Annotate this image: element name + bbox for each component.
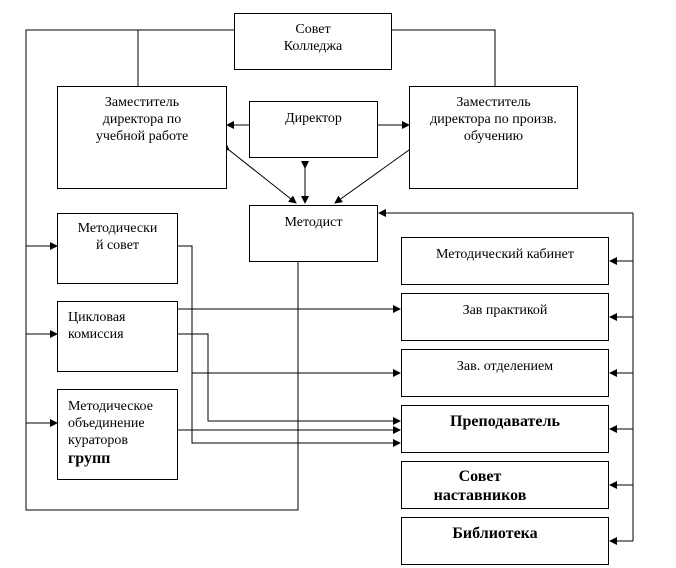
connector-cikl-prepod bbox=[178, 333, 401, 425]
node-line: директора по bbox=[102, 112, 182, 127]
node-cikl-komissiya: Цикловая комиссия bbox=[57, 301, 178, 372]
node-line: директора по произв. bbox=[430, 112, 557, 127]
node-direktor: Директор bbox=[249, 101, 378, 158]
node-prepodavatel: Преподаватель bbox=[401, 405, 609, 453]
node-line: Заместитель bbox=[104, 95, 180, 110]
node-line: Методическое bbox=[68, 399, 153, 414]
node-zam-proiz: Заместитель директора по произв. обучени… bbox=[409, 86, 578, 189]
connector-metsovet-prepod bbox=[178, 245, 401, 447]
node-line: Колледжа bbox=[283, 39, 343, 54]
node-line: Заместитель bbox=[456, 95, 531, 110]
node-line: наставников bbox=[433, 487, 527, 504]
node-line: Совет bbox=[458, 468, 502, 485]
node-line: Библиотека bbox=[452, 525, 538, 542]
node-metodist: Методист bbox=[249, 205, 378, 262]
node-line: Совет bbox=[295, 22, 331, 37]
node-line: Зав практикой bbox=[462, 303, 548, 318]
node-biblioteka: Библиотека bbox=[401, 517, 609, 565]
node-met-obedinenie: Методическое объединение кураторов групп bbox=[57, 389, 178, 480]
node-line: групп bbox=[68, 450, 111, 467]
node-line: Директор bbox=[285, 111, 342, 126]
node-line: Методический кабинет bbox=[436, 247, 574, 262]
connector-sovet-right bbox=[392, 29, 496, 86]
node-line: учебной работе bbox=[95, 129, 189, 144]
node-line: комиссия bbox=[68, 327, 124, 342]
node-line: объединение bbox=[68, 416, 145, 431]
node-line: кураторов bbox=[68, 433, 128, 448]
node-line: Преподаватель bbox=[450, 413, 560, 430]
node-line: й совет bbox=[95, 238, 140, 253]
node-line: Методист bbox=[284, 215, 343, 230]
node-line: Методически bbox=[77, 221, 158, 236]
node-met-sovet: Методически й совет bbox=[57, 213, 178, 284]
node-line: Зав. отделением bbox=[456, 359, 554, 374]
node-zav-otdeleniem: Зав. отделением bbox=[401, 349, 609, 397]
node-sovet-nastavnikov: Совет наставников bbox=[401, 461, 609, 509]
node-sovet-kolledzha: Совет Колледжа bbox=[234, 13, 392, 70]
node-zav-praktikoy: Зав практикой bbox=[401, 293, 609, 341]
node-line: Цикловая bbox=[68, 310, 126, 325]
node-met-kabinet: Методический кабинет bbox=[401, 237, 609, 285]
node-line: обучению bbox=[463, 129, 524, 144]
node-zam-ucheb: Заместитель директора по учебной работе bbox=[57, 86, 227, 189]
